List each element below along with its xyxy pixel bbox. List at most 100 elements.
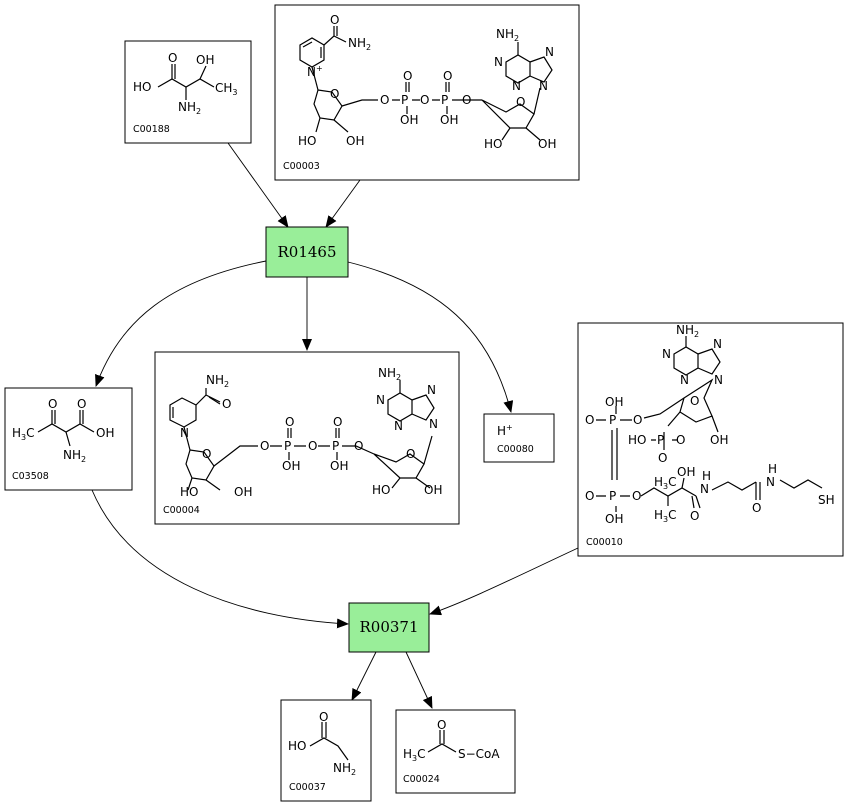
- compound-id: C03508: [12, 471, 49, 482]
- compound-c00080[interactable]: H+ C00080: [483, 413, 555, 463]
- edge-c00010-r00371: [429, 547, 579, 616]
- atom-oh: OH: [538, 137, 556, 151]
- atom-o: O: [658, 451, 667, 465]
- atom-o: O: [752, 501, 761, 515]
- atom-o: O: [354, 439, 363, 453]
- atom-n: N: [512, 79, 521, 93]
- edge-c03508-r00371: [91, 489, 349, 629]
- atom-h3c: H3C: [403, 747, 426, 763]
- atom-o: O: [222, 397, 231, 411]
- atom-o: O: [585, 489, 594, 503]
- atom-p: P: [609, 413, 616, 427]
- atom-o: O: [330, 87, 339, 101]
- atom-o: O: [202, 447, 211, 461]
- atom-n: N: [539, 79, 548, 93]
- atom-s-coa: S−CoA: [458, 747, 500, 761]
- atom-ho: HO: [180, 485, 198, 499]
- atom-p: P: [284, 439, 291, 453]
- compound-id: C00037: [289, 782, 326, 793]
- atom-oh: OH: [96, 426, 114, 440]
- atom-h3c: H3C: [654, 475, 677, 491]
- atom-o: O: [676, 433, 685, 447]
- atom-n: N: [662, 347, 671, 361]
- atom-o: O: [168, 51, 177, 65]
- atom-n-plus: N+: [307, 64, 323, 79]
- compound-id: C00024: [403, 774, 440, 785]
- atom-oh: OH: [424, 483, 442, 497]
- edge-c00188-r01465: [227, 142, 289, 228]
- edge-r01465-c03508: [95, 260, 267, 387]
- atom-nh2: NH2: [63, 448, 86, 464]
- atom-nh2: NH2: [333, 761, 356, 777]
- atom-nh2: NH2: [178, 100, 201, 116]
- compound-c00004[interactable]: NH2 O N O O P O P O O O OH OH NH2 N N N …: [154, 351, 460, 525]
- atom-nh2: NH2: [348, 36, 371, 52]
- reaction-id: R01465: [277, 243, 336, 261]
- atom-p: P: [657, 433, 664, 447]
- atom-h3c: H3C: [12, 426, 35, 442]
- reaction-r01465[interactable]: R01465: [265, 226, 349, 278]
- compound-c00024[interactable]: O H3C S−CoA C00024: [395, 709, 516, 794]
- atom-nh2: NH2: [496, 27, 519, 43]
- atom-o: O: [632, 489, 641, 503]
- compound-id: C00003: [283, 161, 320, 172]
- edge-r00371-c00037: [351, 651, 377, 701]
- atom-p: P: [609, 489, 616, 503]
- atom-oh: OH: [196, 53, 214, 67]
- atom-p: P: [441, 93, 448, 107]
- compound-id: C00004: [163, 505, 200, 516]
- atom-o: O: [462, 93, 471, 107]
- atom-o: O: [690, 509, 699, 523]
- atom-o: O: [330, 13, 339, 27]
- atom-o: O: [633, 413, 642, 427]
- atom-o: O: [260, 439, 269, 453]
- compound-c00037[interactable]: O HO NH2 C00037: [280, 699, 372, 802]
- atom-ho: HO: [133, 80, 151, 94]
- atom-nh-h: H: [768, 462, 777, 476]
- atom-h3c: H3C: [654, 508, 677, 524]
- atom-nh: N: [766, 475, 775, 489]
- atom-o: O: [420, 93, 429, 107]
- atom-o: O: [443, 69, 452, 83]
- atom-n: N: [427, 383, 436, 397]
- atom-o: O: [690, 394, 699, 408]
- compound-c00188[interactable]: OH HO O CH3 NH2 C00188: [124, 40, 252, 144]
- atom-o: O: [319, 710, 328, 724]
- edge-c00003-r01465: [325, 179, 361, 228]
- compound-c00003[interactable]: O NH2 N+ O O P O P O O O OH OH NH2 N N N…: [274, 4, 580, 181]
- atom-oh: OH: [440, 113, 458, 127]
- atom-n: N: [494, 55, 503, 69]
- atom-o: O: [585, 413, 594, 427]
- atom-nh-h: H: [702, 469, 711, 483]
- atom-oh: OH: [400, 113, 418, 127]
- atom-n: N: [545, 45, 554, 59]
- atom-oh: OH: [605, 395, 623, 409]
- atom-o: O: [403, 69, 412, 83]
- atom-n: N: [714, 373, 723, 387]
- atom-oh: OH: [234, 485, 252, 499]
- compound-id: C00010: [586, 537, 623, 548]
- atom-nh: N: [700, 482, 709, 496]
- atom-ho: HO: [298, 134, 316, 148]
- compound-c03508[interactable]: O O H3C OH NH2 C03508: [4, 387, 133, 491]
- atom-ch3: CH3: [215, 81, 238, 97]
- atom-o: O: [516, 95, 525, 109]
- atom-nh2: NH2: [206, 373, 229, 389]
- atom-n: N: [180, 426, 189, 440]
- atom-n: N: [376, 393, 385, 407]
- compound-id: C00188: [133, 124, 170, 135]
- atom-o: O: [437, 718, 446, 732]
- atom-n: N: [394, 419, 403, 433]
- atom-o: O: [380, 93, 389, 107]
- compound-id: C00080: [497, 444, 534, 455]
- reaction-id: R00371: [359, 618, 418, 636]
- atom-ho: HO: [628, 433, 646, 447]
- atom-n: N: [429, 417, 438, 431]
- atom-p: P: [332, 439, 339, 453]
- compound-c00010[interactable]: NH2 N N N N O OH O P O O P HO O OH O P O…: [577, 322, 844, 557]
- atom-ho: HO: [484, 137, 502, 151]
- atom-oh: OH: [677, 465, 695, 479]
- atom-o: O: [77, 397, 86, 411]
- reaction-r00371[interactable]: R00371: [348, 602, 430, 653]
- atom-h-plus: H+: [497, 423, 513, 438]
